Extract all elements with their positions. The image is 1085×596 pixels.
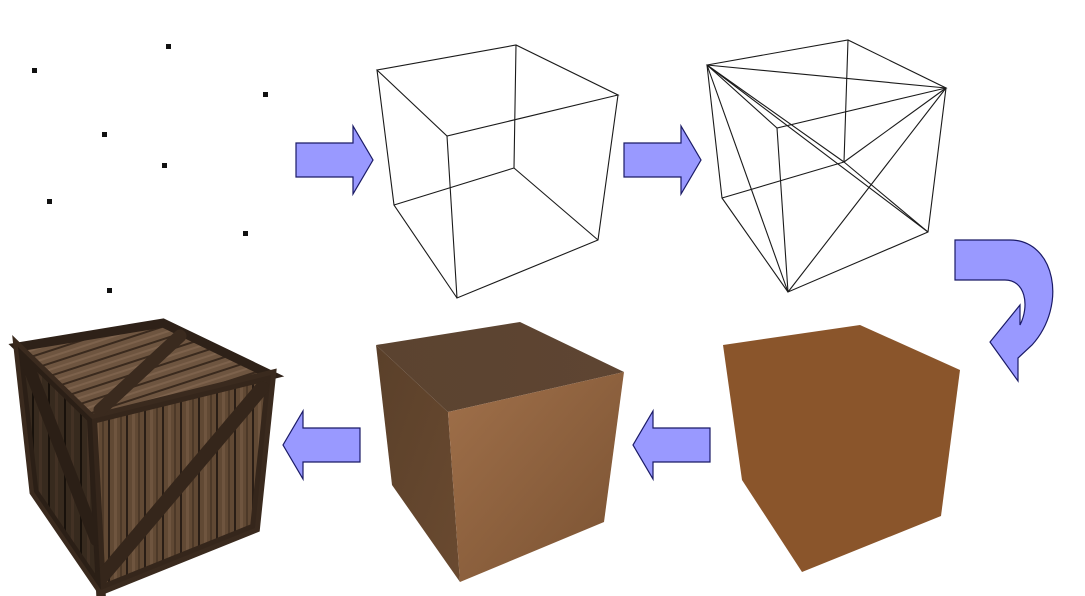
triangulated-cube: [705, 39, 948, 293]
arrow-right-icon: [623, 123, 702, 197]
wireframe-cube: [375, 44, 620, 299]
vertex-point: [162, 163, 167, 168]
flat-shaded-cube: [723, 325, 960, 572]
point-cloud: [32, 44, 268, 293]
arrow-right-icon: [295, 123, 374, 197]
textured-crate: [8, 318, 285, 596]
arrow-curved-icon: [954, 239, 1054, 383]
vertex-point: [47, 199, 52, 204]
vertex-point: [32, 68, 37, 73]
arrow-left-icon: [632, 408, 711, 482]
vertex-point: [166, 44, 171, 49]
vertex-point: [243, 231, 248, 236]
vertex-point: [107, 288, 112, 293]
arrow-left-icon: [282, 408, 361, 482]
vertex-point: [102, 132, 107, 137]
vertex-point: [263, 92, 268, 97]
smooth-shaded-cube: [376, 322, 624, 582]
